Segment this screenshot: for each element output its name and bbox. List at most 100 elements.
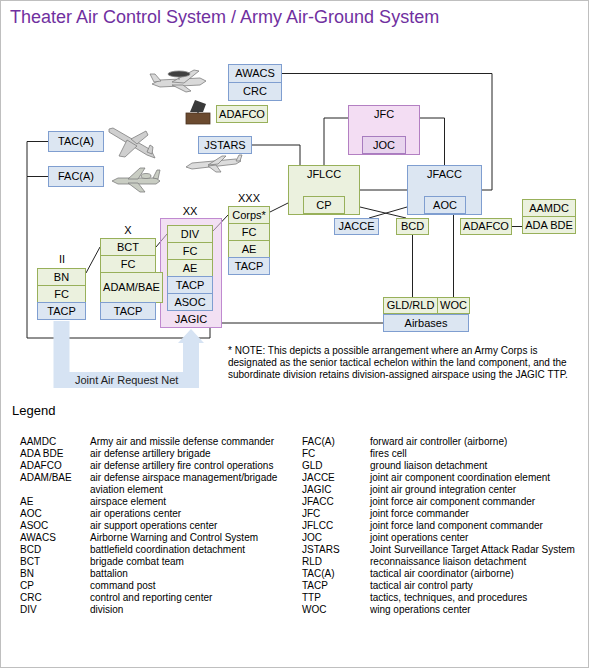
legend-definition: Joint Surveillance Target Attack Radar S… — [370, 544, 582, 556]
legend-abbreviation: AOC — [20, 508, 90, 520]
box-label: WOC — [440, 299, 467, 312]
legend-row: GLDground liaison detachment — [302, 460, 582, 472]
box-label: FC — [121, 258, 136, 271]
org-box: ADAM/BAE — [100, 272, 163, 303]
box-label: TACP — [114, 305, 143, 318]
org-box: BCT — [100, 238, 156, 256]
legend-abbreviation: TACP — [302, 580, 370, 592]
box-label: TAC(A) — [58, 135, 94, 148]
box-label: FAC(A) — [58, 170, 94, 183]
fighter-aircraft — [109, 128, 155, 158]
box-label: Corps* — [232, 209, 266, 222]
legend-abbreviation: JACCE — [302, 472, 370, 484]
legend-row: JACCEjoint air component coordination el… — [302, 472, 582, 484]
box-label: BCT — [117, 241, 139, 254]
legend-definition: joint air ground integration center — [370, 484, 582, 496]
legend-row: AAMDCArmy air and missile defense comman… — [20, 436, 290, 448]
box-label: FC — [183, 245, 198, 258]
legend-abbreviation: JFLCC — [302, 520, 370, 532]
connector-line — [453, 214, 454, 297]
legend-definition: wing operations center — [370, 604, 582, 616]
arrowhead — [178, 329, 204, 343]
legend-row: TACPtactical air control party — [302, 580, 582, 592]
request-net-arrow — [62, 321, 192, 380]
box-label: FC — [242, 226, 257, 239]
org-box: BN — [37, 268, 86, 286]
box-label: AE — [183, 262, 198, 275]
diagram-title: Theater Air Control System / Army Air-Gr… — [10, 6, 439, 28]
legend-abbreviation: JOC — [302, 532, 370, 544]
legend-row: AEairspace element — [20, 496, 290, 508]
connector-line — [86, 247, 100, 273]
legend-row: WOCwing operations center — [302, 604, 582, 616]
legend-heading: Legend — [12, 403, 132, 419]
org-box: AE — [228, 240, 270, 258]
org-box: BCD — [396, 218, 429, 235]
legend-definition: division — [90, 604, 290, 616]
legend-abbreviation: TTP — [302, 592, 370, 604]
legend-definition: control and reporting center — [90, 592, 290, 604]
box-label: AE — [242, 243, 257, 256]
legend-definition: brigade combat team — [90, 556, 290, 568]
legend-definition: joint operations center — [370, 532, 582, 544]
legend-abbreviation: FAC(A) — [302, 436, 370, 448]
legend-abbreviation: BCD — [20, 544, 90, 556]
org-box: FAC(A) — [48, 166, 104, 187]
org-box: Airbases — [383, 314, 469, 332]
legend-abbreviation: WOC — [302, 604, 370, 616]
box-label: BCD — [401, 220, 424, 233]
connector-line — [27, 142, 48, 177]
org-box: TAC(A) — [48, 131, 104, 152]
legend-abbreviation: CRC — [20, 592, 90, 604]
box-label: TACP — [235, 260, 264, 273]
connector-label: Joint Air Request Net — [73, 374, 180, 387]
legend-definition: forward air controller (airborne) — [370, 436, 582, 448]
legend-definition: joint force commander — [370, 508, 582, 520]
legend-row: ADAFCOair defense artillery fire control… — [20, 460, 290, 472]
org-box: FC — [167, 242, 213, 260]
legend-row: RLDreconnaissance liaison detachment — [302, 556, 582, 568]
box-label: Airbases — [405, 317, 448, 330]
connector-line — [360, 207, 406, 218]
box-label: JACCE — [338, 220, 374, 233]
legend-row: DIVdivision — [20, 604, 290, 616]
box-label: GLD/RLD — [387, 299, 435, 312]
legend-abbreviation: RLD — [302, 556, 370, 568]
legend-row: BNbattalion — [20, 568, 290, 580]
legend-definition: Airborne Warning and Control System — [90, 532, 290, 544]
legend-definition: air defense artillery fire control opera… — [90, 460, 290, 472]
legend-row: FCfires cell — [302, 448, 582, 460]
legend-abbreviation: BCT — [20, 556, 90, 568]
echelon-symbol: X — [108, 224, 148, 237]
radar-site — [186, 100, 210, 124]
box-label: TACP — [47, 305, 76, 318]
box-label: JFLCC — [307, 168, 341, 181]
box-label: ADA BDE — [525, 219, 573, 232]
legend-definition: joint air component coordination element — [370, 472, 582, 484]
legend-abbreviation: JSTARS — [302, 544, 370, 556]
legend-row: BCTbrigade combat team — [20, 556, 290, 568]
org-box: JSTARS — [198, 136, 252, 154]
group-box: JFCJOC — [348, 105, 420, 155]
box-label: AOC — [433, 199, 457, 212]
legend-abbreviation: AE — [20, 496, 90, 508]
box-label: JFC — [374, 108, 394, 121]
box-label: CRC — [243, 85, 267, 98]
connector-line — [512, 226, 522, 227]
legend-definition: air defense airspace management/brigade … — [90, 472, 290, 496]
org-box: AAMDC — [522, 199, 576, 217]
box-label: AAMDC — [529, 202, 569, 215]
legend-row: ADA BDEair defense artillery brigade — [20, 448, 290, 460]
legend-row: JAGICjoint air ground integration center — [302, 484, 582, 496]
legend-abbreviation: CP — [20, 580, 90, 592]
org-box: FC — [37, 285, 86, 303]
box-label: BN — [54, 271, 69, 284]
legend-column: FAC(A)forward air controller (airborne)F… — [302, 436, 582, 616]
org-box: CRC — [228, 82, 282, 101]
legend-row: AWACSAirborne Warning and Control System — [20, 532, 290, 544]
legend-definition: Army air and missile defense commander — [90, 436, 290, 448]
org-box: TACP — [228, 257, 270, 275]
org-box: AE — [167, 259, 213, 277]
